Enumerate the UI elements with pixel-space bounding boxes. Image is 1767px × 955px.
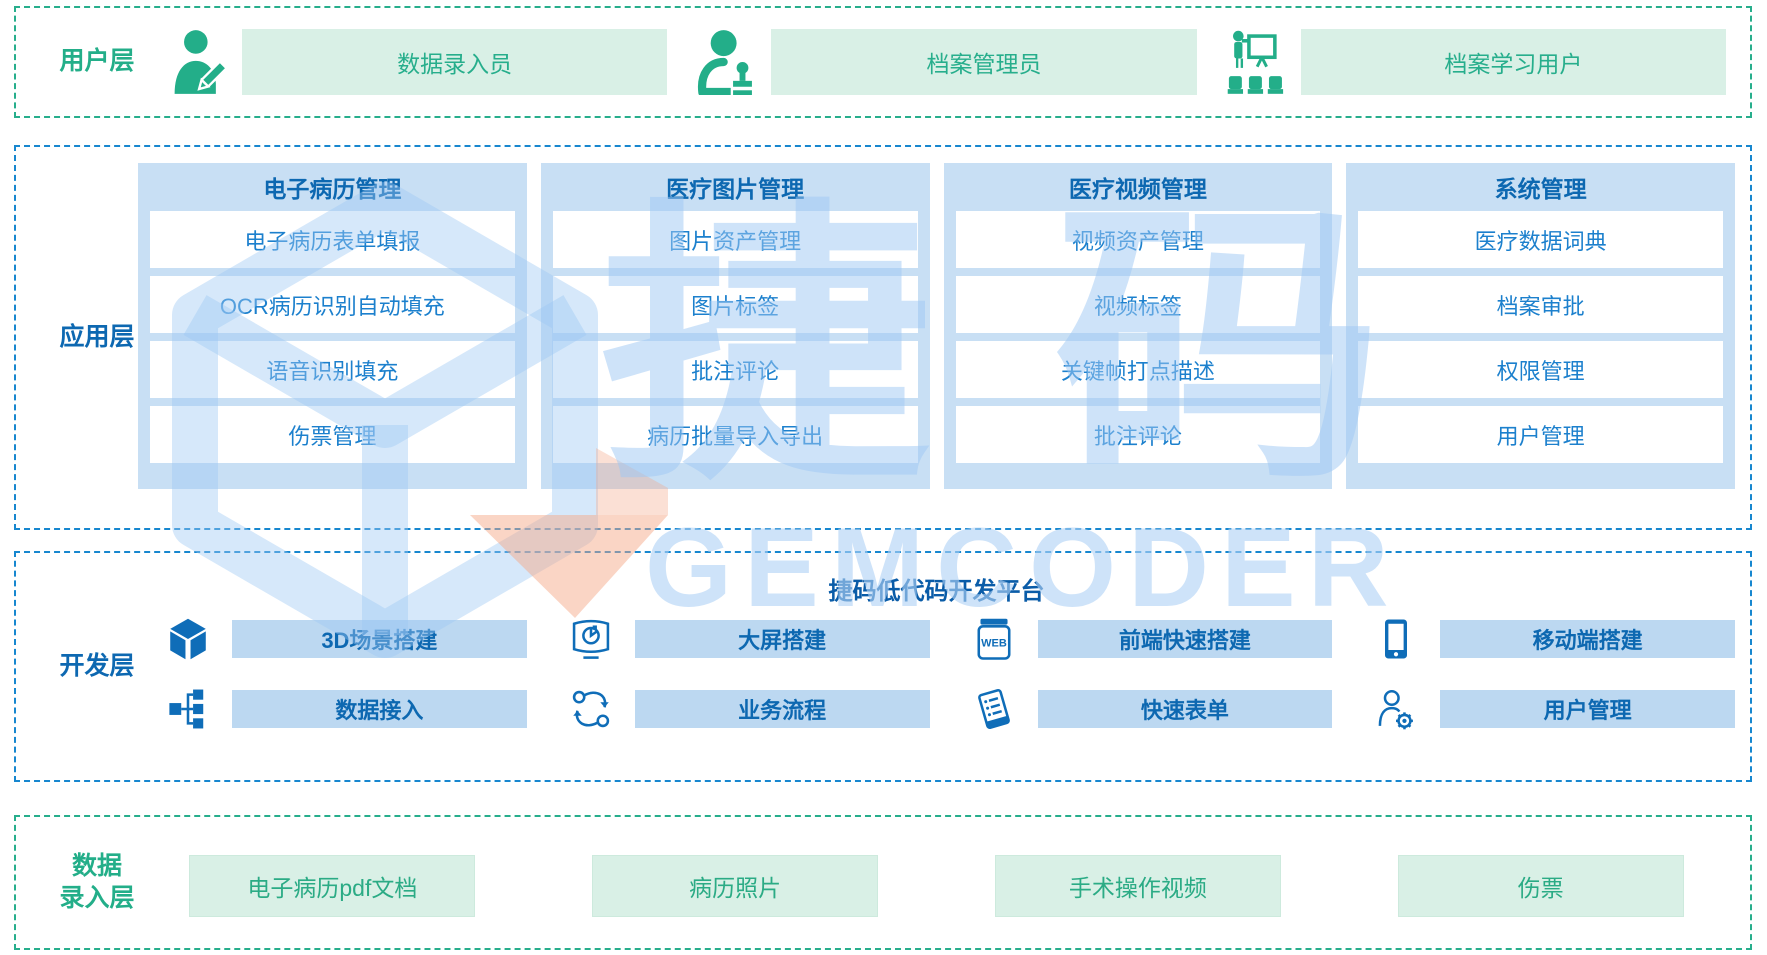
- user-group-archive-admin: 档案管理员: [695, 29, 1197, 97]
- dev-btn-mobile: 移动端搭建: [1440, 620, 1735, 658]
- app-item: 图片资产管理: [552, 211, 918, 268]
- data-item-surgery-video: 手术操作视频: [994, 855, 1281, 917]
- data-item-record-photo: 病历照片: [592, 855, 879, 917]
- person-stamp-icon: [695, 29, 757, 97]
- dev-cell-workflow: 业务流程: [541, 687, 930, 731]
- user-gear-icon: [1372, 687, 1420, 731]
- data-cell: 病历照片: [541, 855, 930, 917]
- dev-btn-data-access: 数据接入: [232, 690, 527, 728]
- data-cell: 伤票: [1346, 855, 1735, 917]
- user-group-learner: 档案学习用户: [1225, 29, 1726, 95]
- application-layer-box: 应用层 电子病历管理 电子病历表单填报 OCR病历识别自动填充 语音识别填充 伤…: [14, 145, 1752, 530]
- dev-btn-quick-form: 快速表单: [1037, 690, 1333, 728]
- app-item: 医疗数据词典: [1358, 211, 1723, 268]
- dev-cell-bigscreen: 大屏搭建: [541, 617, 930, 661]
- app-item: 批注评论: [955, 406, 1321, 463]
- data-entry-layer-label-line1: 数据: [71, 852, 122, 881]
- app-column-header: 电子病历管理: [263, 176, 402, 202]
- user-role-archive-admin: 档案管理员: [771, 29, 1197, 95]
- dev-btn-workflow: 业务流程: [634, 690, 930, 728]
- data-entry-layer-label-line2: 录入层: [59, 883, 135, 912]
- development-layer-label: 开发层: [42, 553, 152, 780]
- app-column-header: 医疗图片管理: [666, 176, 805, 202]
- dev-cell-form: 快速表单: [944, 687, 1333, 731]
- data-entry-layer-box: 数据 录入层 电子病历pdf文档 病历照片 手术操作视频 伤票: [14, 815, 1752, 950]
- dev-btn-frontend: 前端快速搭建: [1037, 620, 1333, 658]
- data-item-injury-ticket: 伤票: [1397, 855, 1684, 917]
- dev-cell-data-access: 数据接入: [138, 687, 527, 731]
- data-item-emr-pdf: 电子病历pdf文档: [189, 855, 476, 917]
- data-entry-layer-label: 数据 录入层: [42, 817, 152, 948]
- app-item: 图片标签: [552, 276, 918, 333]
- app-item: 档案审批: [1358, 276, 1723, 333]
- app-item: 视频标签: [955, 276, 1321, 333]
- user-layer-label-text: 用户层: [59, 47, 135, 76]
- data-cell: 手术操作视频: [944, 855, 1333, 917]
- web-browser-icon: WEB: [970, 617, 1018, 661]
- app-item: 批注评论: [552, 341, 918, 398]
- app-item: 电子病历表单填报: [150, 211, 515, 268]
- app-column-video: 医疗视频管理 视频资产管理 视频标签 关键帧打点描述 批注评论: [943, 163, 1333, 489]
- app-item: 伤票管理: [150, 406, 515, 463]
- app-column-emr: 电子病历管理 电子病历表单填报 OCR病历识别自动填充 语音识别填充 伤票管理: [138, 163, 527, 489]
- big-screen-icon: [567, 617, 615, 661]
- data-entry-grid: 电子病历pdf文档 病历照片 手术操作视频 伤票: [138, 855, 1735, 917]
- application-layer-label-text: 应用层: [59, 322, 135, 351]
- user-groups: 数据录入员 档案管理员: [166, 8, 1726, 116]
- platform-title: 捷码低代码开发平台: [828, 578, 1045, 605]
- user-layer-label: 用户层: [42, 8, 152, 116]
- data-cell: 电子病历pdf文档: [138, 855, 527, 917]
- form-icon: [970, 687, 1018, 731]
- dev-btn-user-mgmt: 用户管理: [1440, 690, 1735, 728]
- dev-btn-3d-scene: 3D场景搭建: [232, 620, 527, 658]
- workflow-icon: [567, 687, 615, 731]
- person-edit-icon: [166, 29, 228, 95]
- classroom-icon: [1225, 29, 1287, 95]
- app-item: 用户管理: [1358, 406, 1723, 463]
- dev-cell-user-mgmt: 用户管理: [1346, 687, 1735, 731]
- mobile-device-icon: [1372, 617, 1420, 661]
- user-role-learner: 档案学习用户: [1300, 29, 1726, 95]
- app-item: OCR病历识别自动填充: [150, 276, 515, 333]
- dev-cell-mobile: 移动端搭建: [1346, 617, 1735, 661]
- user-group-data-entry: 数据录入员: [166, 29, 668, 95]
- development-layer-box: 开发层 捷码低代码开发平台 3D场景搭建: [14, 551, 1752, 782]
- data-tree-icon: [164, 687, 212, 731]
- app-column-header: 系统管理: [1494, 176, 1587, 202]
- app-column-system: 系统管理 医疗数据词典 档案审批 权限管理 用户管理: [1346, 163, 1735, 489]
- app-item: 病历批量导入导出: [552, 406, 918, 463]
- app-item: 视频资产管理: [955, 211, 1321, 268]
- app-item: 关键帧打点描述: [955, 341, 1321, 398]
- development-layer-label-text: 开发层: [59, 651, 135, 680]
- 3d-cube-icon: [164, 617, 212, 661]
- application-layer-label: 应用层: [42, 147, 152, 528]
- user-layer-box: 用户层 数据录入员: [14, 6, 1752, 118]
- development-grid: 3D场景搭建 大屏搭建: [138, 617, 1735, 731]
- application-columns: 电子病历管理 电子病历表单填报 OCR病历识别自动填充 语音识别填充 伤票管理 …: [138, 163, 1735, 489]
- dev-btn-big-screen: 大屏搭建: [634, 620, 930, 658]
- app-item: 权限管理: [1358, 341, 1723, 398]
- app-item: 语音识别填充: [150, 341, 515, 398]
- app-column-image: 医疗图片管理 图片资产管理 图片标签 批注评论 病历批量导入导出: [540, 163, 930, 489]
- dev-cell-3d: 3D场景搭建: [138, 617, 527, 661]
- dev-cell-frontend: WEB 前端快速搭建: [944, 617, 1333, 661]
- user-role-data-entry: 数据录入员: [242, 29, 668, 95]
- app-column-header: 医疗视频管理: [1068, 176, 1207, 202]
- svg-text:WEB: WEB: [981, 638, 1007, 650]
